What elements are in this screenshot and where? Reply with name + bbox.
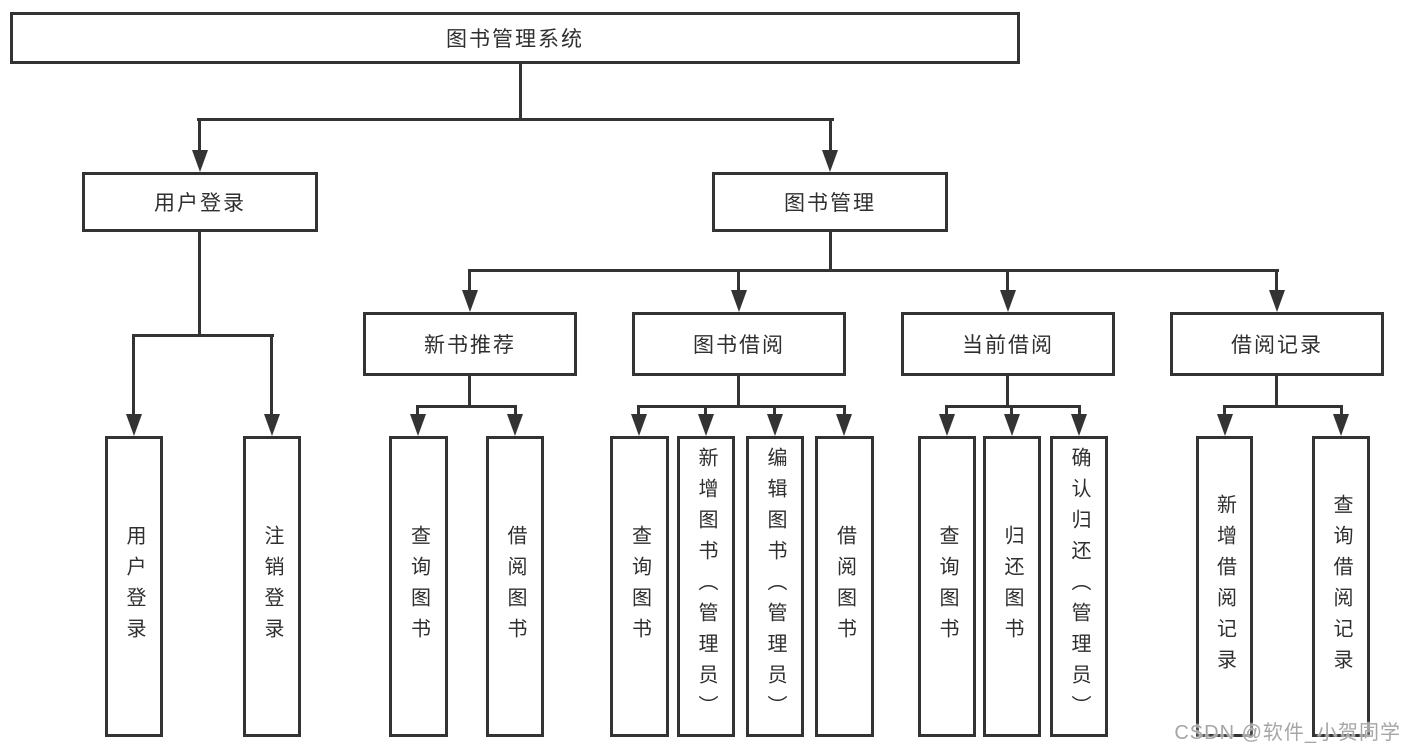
csdn-watermark: CSDN @软件_小贺同学 bbox=[1174, 722, 1401, 744]
arrow-down-icon bbox=[836, 414, 852, 436]
leaf-logout-label: 注销登录 bbox=[261, 524, 283, 649]
connector-vline bbox=[468, 375, 471, 406]
node-book-borrowing: 图书借阅 bbox=[632, 312, 846, 376]
arrow-down-icon bbox=[192, 150, 208, 172]
connector-vline bbox=[1275, 269, 1278, 292]
leaf-edit-book-admin-label: 编辑图书（管理员） bbox=[764, 447, 786, 726]
connector-vline bbox=[843, 405, 846, 416]
leaf-add-borrow-record-label: 新增借阅记录 bbox=[1213, 493, 1236, 680]
node-user-login-label: 用户登录 bbox=[154, 192, 246, 215]
connector-vline bbox=[737, 269, 740, 292]
arrow-down-icon bbox=[126, 414, 142, 436]
arrow-down-icon bbox=[767, 414, 783, 436]
connector-hline bbox=[417, 405, 517, 408]
node-root: 图书管理系统 bbox=[10, 12, 1020, 64]
connector-hline bbox=[133, 334, 274, 337]
arrow-down-icon bbox=[1333, 414, 1349, 436]
arrow-down-icon bbox=[1000, 290, 1016, 312]
connector-hline bbox=[197, 118, 834, 121]
node-root-label: 图书管理系统 bbox=[446, 28, 584, 51]
leaf-query-books-borrowing: 查询图书 bbox=[610, 436, 669, 737]
leaf-borrow-books-borrowing: 借阅图书 bbox=[815, 436, 874, 737]
node-book-management: 图书管理 bbox=[712, 172, 948, 232]
leaf-borrow-books-recommend: 借阅图书 bbox=[486, 436, 544, 737]
connector-vline bbox=[416, 405, 419, 416]
connector-vline bbox=[1006, 375, 1009, 406]
arrow-down-icon bbox=[698, 414, 714, 436]
arrow-down-icon bbox=[410, 414, 426, 436]
leaf-add-borrow-record: 新增借阅记录 bbox=[1196, 436, 1253, 737]
connector-vline bbox=[704, 405, 707, 416]
arrow-down-icon bbox=[1269, 290, 1285, 312]
arrow-down-icon bbox=[264, 414, 280, 436]
leaf-query-borrow-record: 查询借阅记录 bbox=[1312, 436, 1370, 737]
node-current-borrowing: 当前借阅 bbox=[901, 312, 1115, 376]
leaf-borrow-books-borrowing-label: 借阅图书 bbox=[833, 524, 856, 649]
node-borrowing-records-label: 借阅记录 bbox=[1231, 334, 1323, 357]
connector-vline bbox=[1078, 405, 1081, 416]
arrow-down-icon bbox=[1004, 414, 1020, 436]
connector-vline bbox=[829, 230, 832, 270]
leaf-query-books-borrowing-label: 查询图书 bbox=[628, 524, 651, 649]
connector-hline bbox=[638, 405, 846, 408]
connector-vline bbox=[468, 269, 471, 292]
leaf-borrow-books-recommend-label: 借阅图书 bbox=[504, 524, 526, 649]
connector-vline bbox=[514, 405, 517, 416]
leaf-user-login-label: 用户登录 bbox=[123, 524, 145, 649]
connector-vline bbox=[1275, 375, 1278, 406]
node-new-book-recommend-label: 新书推荐 bbox=[424, 334, 516, 357]
leaf-logout: 注销登录 bbox=[243, 436, 301, 737]
arrow-down-icon bbox=[631, 414, 647, 436]
node-new-book-recommend: 新书推荐 bbox=[363, 312, 577, 376]
connector-hline bbox=[469, 269, 1279, 272]
node-user-login: 用户登录 bbox=[82, 172, 318, 232]
arrow-down-icon bbox=[1071, 414, 1087, 436]
connector-vline bbox=[773, 405, 776, 416]
node-borrowing-records: 借阅记录 bbox=[1170, 312, 1384, 376]
arrow-down-icon bbox=[731, 290, 747, 312]
leaf-query-books-current-label: 查询图书 bbox=[936, 524, 958, 649]
connector-vline bbox=[1010, 405, 1013, 416]
node-book-management-label: 图书管理 bbox=[784, 192, 876, 215]
leaf-query-books-recommend-label: 查询图书 bbox=[407, 524, 430, 649]
leaf-return-books: 归还图书 bbox=[983, 436, 1041, 737]
leaf-return-books-label: 归还图书 bbox=[1001, 524, 1023, 649]
connector-vline bbox=[1223, 405, 1226, 416]
connector-vline bbox=[1006, 269, 1009, 292]
connector-vline bbox=[270, 334, 273, 416]
node-book-borrowing-label: 图书借阅 bbox=[693, 334, 785, 357]
arrow-down-icon bbox=[1217, 414, 1233, 436]
connector-vline bbox=[519, 62, 522, 119]
leaf-user-login: 用户登录 bbox=[105, 436, 163, 737]
connector-vline bbox=[737, 375, 740, 406]
arrow-down-icon bbox=[939, 414, 955, 436]
arrow-down-icon bbox=[507, 414, 523, 436]
connector-vline bbox=[829, 118, 832, 152]
leaf-confirm-return-admin-label: 确认归还（管理员） bbox=[1068, 447, 1090, 726]
leaf-query-borrow-record-label: 查询借阅记录 bbox=[1330, 493, 1352, 680]
leaf-query-books-recommend: 查询图书 bbox=[389, 436, 448, 737]
connector-vline bbox=[198, 118, 201, 152]
leaf-confirm-return-admin: 确认归还（管理员） bbox=[1050, 436, 1108, 737]
connector-vline bbox=[132, 334, 135, 416]
leaf-add-book-admin-label: 新增图书（管理员） bbox=[695, 447, 717, 726]
connector-vline bbox=[945, 405, 948, 416]
connector-vline bbox=[198, 230, 201, 335]
node-current-borrowing-label: 当前借阅 bbox=[962, 334, 1054, 357]
connector-hline bbox=[946, 405, 1081, 408]
arrow-down-icon bbox=[822, 150, 838, 172]
connector-hline bbox=[1224, 405, 1343, 408]
arrow-down-icon bbox=[462, 290, 478, 312]
leaf-edit-book-admin: 编辑图书（管理员） bbox=[746, 436, 804, 737]
connector-vline bbox=[637, 405, 640, 416]
leaf-add-book-admin: 新增图书（管理员） bbox=[677, 436, 735, 737]
leaf-query-books-current: 查询图书 bbox=[918, 436, 976, 737]
connector-vline bbox=[1340, 405, 1343, 416]
